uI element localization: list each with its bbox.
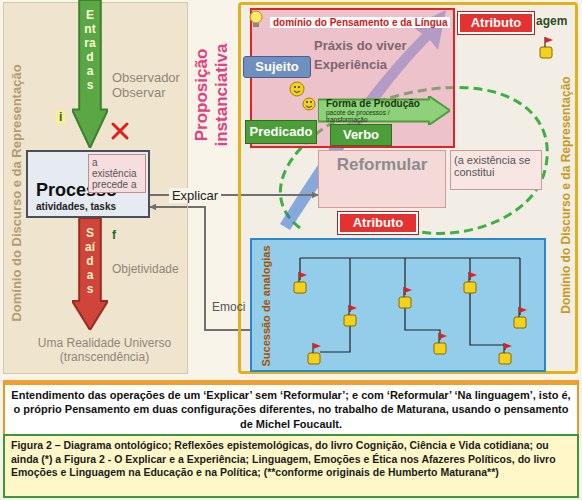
- right-domain-panel: Domínio do Discurso e da Representação do…: [238, 2, 578, 374]
- node-title: Atributo: [340, 214, 416, 232]
- node-title: Sujeito: [244, 57, 310, 77]
- node-title: Forma de Produção: [318, 96, 450, 109]
- label-text: i: [56, 110, 65, 124]
- attribute-box: Atributo: [338, 212, 418, 234]
- node-title: Domínio do Discurso e da Representação: [559, 76, 573, 313]
- node-text: pacote de processos / transformação: [318, 109, 450, 125]
- subject-box: Sujeito: [243, 56, 311, 78]
- node-title: Sucessão de analogias: [260, 245, 272, 366]
- node-text: Práxis do viver: [314, 38, 453, 53]
- node-title: Entendimento das operações de um ‘Explic…: [11, 388, 571, 431]
- left-domain-panel: Domínio do Discurso e da Representação En…: [3, 2, 188, 374]
- node-title: Domínio do Discurso e da Representação: [9, 64, 24, 321]
- red-cross: [113, 124, 127, 138]
- predicate-box: Predicado: [245, 120, 317, 144]
- verb-box: Verbo: [330, 124, 392, 146]
- lightbulb: [250, 11, 262, 27]
- node-title: Verbo: [331, 125, 391, 145]
- right-panel-fill: [238, 2, 578, 374]
- node-text: atividades, tasks: [36, 201, 144, 212]
- emoticons: [290, 82, 315, 110]
- edge-label: Explicar: [169, 188, 221, 203]
- figure-icon: [540, 37, 553, 58]
- label-text: Emoci: [212, 300, 245, 314]
- node-title: Entradas: [84, 8, 96, 92]
- label-text: Objetividade: [112, 262, 179, 276]
- node-title: Predicado: [246, 121, 316, 143]
- caption-text: Figura 2 – Diagrama ontológico; Reflexõe…: [11, 439, 571, 480]
- caption-box: Figura 2 – Diagrama ontológico; Reflexõe…: [3, 434, 579, 498]
- label-text: agem: [536, 14, 567, 28]
- note-box: Entendimento das operações de um ‘Explic…: [3, 380, 579, 436]
- existence-box: a existência precede a: [88, 154, 146, 193]
- reformulate-box: Reformular: [318, 150, 446, 208]
- input-arrow: Entradas: [72, 0, 108, 148]
- label-text: Observador Observar: [112, 70, 192, 100]
- production-arrow: Forma de Produçãopacote de processos / t…: [318, 96, 450, 125]
- dashed-loop: [280, 87, 547, 233]
- node-title: (a existência se constitui: [454, 154, 538, 178]
- process-box: Processoatividades, tasksa existência pr…: [26, 150, 150, 218]
- node-title: Reformular: [319, 151, 445, 175]
- label-text: f: [112, 228, 116, 242]
- node-title: a existência precede a: [92, 157, 142, 190]
- attribute-box: Atributo: [458, 12, 534, 34]
- node-title: domínio do Pensamento e da Língua: [270, 17, 450, 28]
- node-title: Atributo: [460, 14, 532, 32]
- node-title: Saídas: [84, 226, 96, 296]
- label-text: Uma Realidade Universo (transcendência): [22, 336, 187, 364]
- existence-box: (a existência se constitui: [450, 150, 542, 190]
- analogy-box: Sucessão de analogias: [250, 238, 546, 372]
- label-text: Proposição instanciativa: [192, 15, 231, 175]
- node-text: Experiência: [314, 57, 453, 72]
- output-arrow: Saídas: [72, 218, 108, 330]
- analogy-tree: [294, 258, 527, 364]
